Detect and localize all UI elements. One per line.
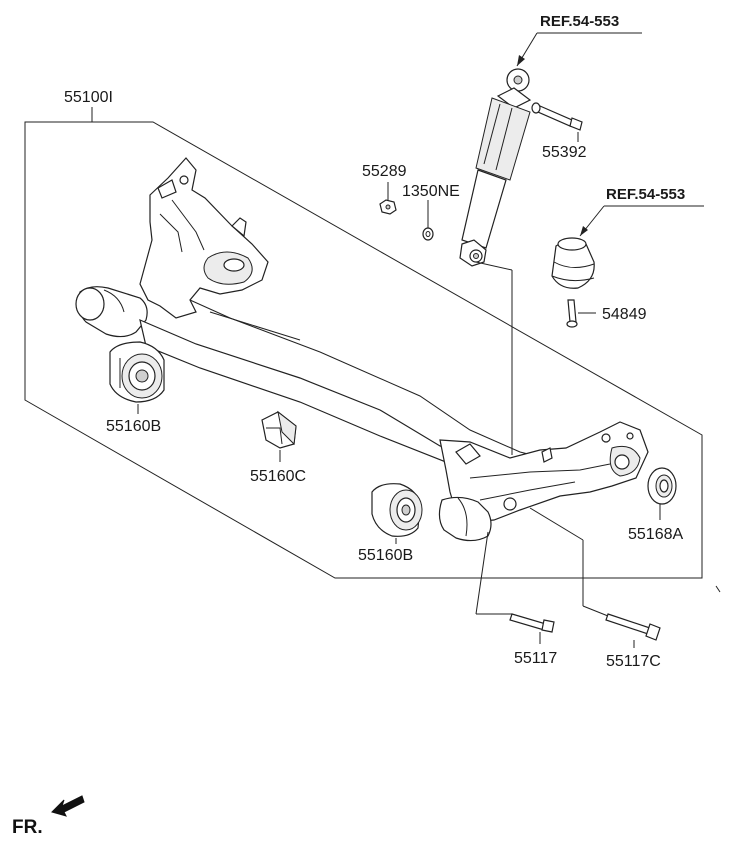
assembly-outline <box>24 107 703 579</box>
label-hub-plate[interactable]: 55168A <box>628 526 683 543</box>
bolt-55117[interactable] <box>509 613 555 633</box>
hub-plate[interactable] <box>647 467 677 505</box>
front-direction-arrow-icon <box>51 795 85 817</box>
label-bracket[interactable]: 55160C <box>250 468 306 485</box>
washer[interactable] <box>422 227 434 241</box>
bushing-left[interactable] <box>109 341 165 403</box>
shock-bolt[interactable] <box>531 102 583 131</box>
shock-absorber[interactable] <box>459 68 532 267</box>
bolt-55117c[interactable] <box>605 613 661 641</box>
label-nut[interactable]: 55289 <box>362 163 407 180</box>
bracket[interactable] <box>261 410 297 449</box>
bushing-right[interactable] <box>371 483 423 537</box>
bump-bolt[interactable] <box>566 299 578 328</box>
ref-shock-absorber[interactable]: REF.54-553 <box>540 13 619 30</box>
bump-stopper[interactable] <box>551 237 595 289</box>
part-labels: 55100I REF.54-553 REF.54-553 55392 55289… <box>64 13 685 670</box>
torsion-beam-axle[interactable] <box>75 157 649 542</box>
label-bolt-a[interactable]: 55117 <box>514 650 557 667</box>
label-bolt-c[interactable]: 55117C <box>606 653 661 670</box>
direction-label: FR. <box>12 817 43 838</box>
label-washer[interactable]: 1350NE <box>402 183 460 200</box>
label-shock-bolt[interactable]: 55392 <box>542 144 587 161</box>
ref-bump-stopper[interactable]: REF.54-553 <box>606 186 685 203</box>
front-direction-indicator: FR. <box>12 795 85 838</box>
label-bump-bolt[interactable]: 54849 <box>602 306 647 323</box>
label-bushing-left[interactable]: 55160B <box>106 418 161 435</box>
label-axle[interactable]: 55100I <box>64 89 113 106</box>
leader-lines <box>137 32 721 648</box>
nut[interactable] <box>379 199 397 215</box>
label-bushing-right[interactable]: 55160B <box>358 547 413 564</box>
